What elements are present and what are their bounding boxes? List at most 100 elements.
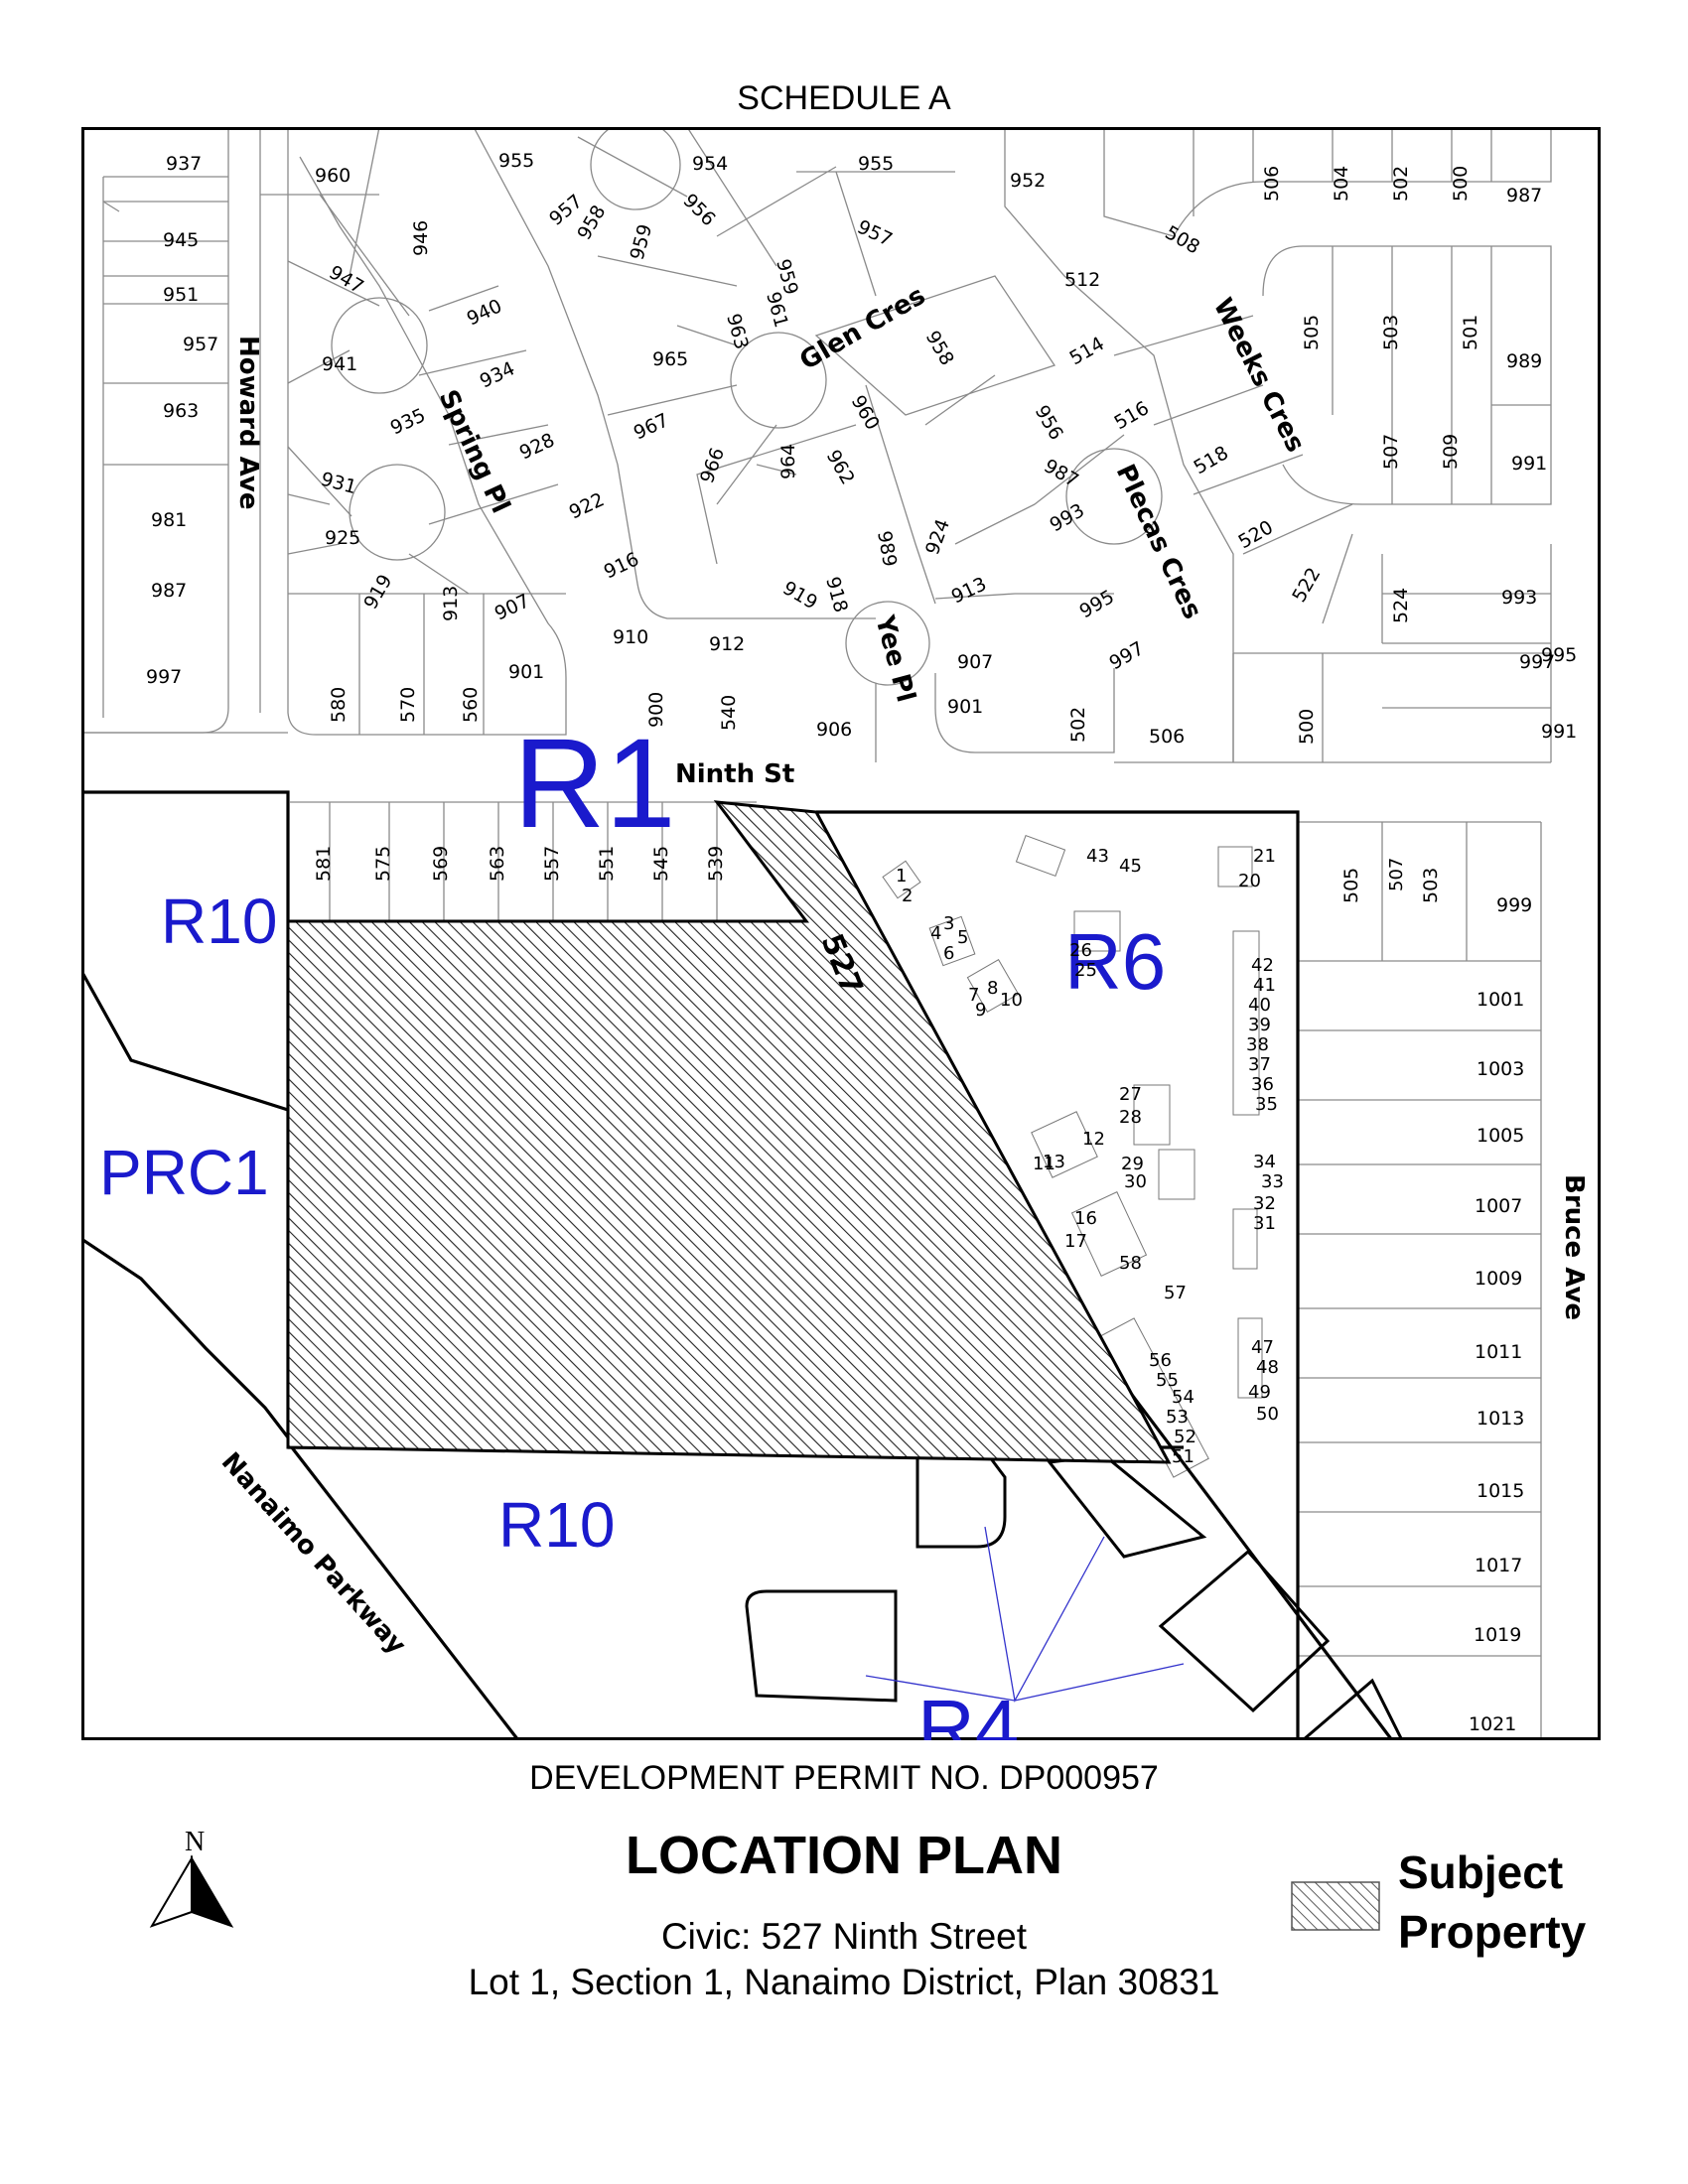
lot-number: 954 — [692, 153, 728, 175]
strata-unit-number: 55 — [1156, 1370, 1179, 1391]
lot-number: 545 — [650, 846, 672, 882]
north-arrow-icon: N — [149, 1827, 234, 1928]
strata-unit-number: 30 — [1124, 1171, 1147, 1192]
lot-number: 963 — [722, 312, 753, 352]
lot-number: 506 — [1149, 726, 1185, 748]
lot-number: 962 — [822, 447, 859, 488]
lot-number: 965 — [652, 348, 688, 370]
spring-pl-outline — [287, 127, 567, 736]
lot-number: 997 — [146, 666, 182, 688]
lot-number: 1003 — [1477, 1058, 1524, 1080]
legal-description: Lot 1, Section 1, Nanaimo District, Plan… — [468, 1962, 1220, 2002]
permit-number: DEVELOPMENT PERMIT NO. DP000957 — [529, 1759, 1159, 1797]
zone-label: R4 — [917, 1684, 1019, 1740]
lot-number: 563 — [487, 846, 508, 882]
legend-label-line2: Property — [1398, 1906, 1587, 1958]
zone-boundary-r6 — [816, 810, 1300, 1740]
lot-number: 502 — [1067, 707, 1089, 743]
lot-number: 989 — [873, 529, 901, 569]
lot-number: 958 — [921, 328, 958, 369]
strata-unit-number: 8 — [987, 978, 998, 999]
lot-number: 505 — [1340, 868, 1362, 903]
strata-unit-number: 9 — [975, 1000, 986, 1021]
lot-number: 901 — [947, 696, 983, 718]
strata-unit-number: 20 — [1238, 871, 1261, 891]
lot-number: 997 — [1106, 637, 1148, 674]
lot-number: 575 — [372, 846, 394, 882]
lot-number: 945 — [163, 229, 199, 251]
south-blocks — [915, 1455, 1007, 1549]
lot-number: 959 — [627, 222, 657, 263]
strata-unit-number: 27 — [1119, 1084, 1142, 1105]
lot-number: 957 — [183, 334, 218, 355]
lot-number: 991 — [1511, 453, 1547, 475]
street-label: Bruce Ave — [1559, 1174, 1589, 1320]
strata-unit-number: 41 — [1253, 975, 1276, 996]
lot-number: 1001 — [1477, 989, 1524, 1011]
lot-number: 509 — [1440, 434, 1462, 470]
street-label: Spring Pl — [433, 385, 515, 517]
lot-number: 951 — [163, 284, 199, 306]
lot-number: 993 — [1501, 587, 1537, 609]
lot-number: 1017 — [1475, 1555, 1522, 1576]
lot-number: 934 — [477, 357, 518, 392]
lot-number: 569 — [430, 846, 452, 882]
lot-number: 1007 — [1475, 1195, 1522, 1217]
strata-unit-number: 48 — [1256, 1357, 1279, 1378]
lot-number: 999 — [1496, 894, 1532, 916]
strata-unit-number: 17 — [1064, 1231, 1087, 1252]
strata-unit-number: 11 — [1033, 1154, 1055, 1174]
strata-unit-number: 10 — [1000, 990, 1023, 1011]
map-border — [81, 127, 1601, 1740]
strata-unit-number: 45 — [1119, 856, 1142, 877]
north-letter: N — [185, 1827, 205, 1857]
lot-number: 952 — [1010, 170, 1046, 192]
subject-property-parcel — [286, 800, 1172, 1464]
lot-number: 1021 — [1469, 1713, 1516, 1735]
lot-number: 947 — [326, 261, 367, 298]
strata-unit-number: 43 — [1086, 846, 1109, 867]
service-lines — [865, 1526, 1185, 1703]
lot-number: 935 — [387, 404, 429, 439]
strata-unit-number: 53 — [1166, 1407, 1189, 1428]
zone-label: R10 — [161, 886, 277, 957]
lot-number: 961 — [762, 290, 792, 331]
lot-number: 995 — [1076, 586, 1118, 622]
strata-unit-number: 7 — [968, 985, 979, 1006]
lot-number: 912 — [709, 633, 745, 655]
strata-unit-number: 32 — [1253, 1193, 1276, 1214]
lot-number: 512 — [1064, 269, 1100, 291]
strata-unit-number: 31 — [1253, 1213, 1276, 1234]
zone-label: R1 — [513, 713, 676, 855]
lot-number: 987 — [151, 580, 187, 602]
legend-label: Subject Property — [1398, 1843, 1586, 1962]
lot-number: 941 — [322, 353, 357, 375]
lot-number: 955 — [498, 150, 534, 172]
lot-number: 506 — [1261, 166, 1283, 202]
strata-unit-number: 26 — [1069, 940, 1092, 961]
lot-number: 570 — [397, 687, 419, 723]
lot-number: 924 — [921, 516, 954, 558]
glen-cres-outline — [473, 127, 876, 619]
lot-number: 514 — [1066, 333, 1108, 369]
lot-number: 946 — [410, 220, 432, 256]
yee-pl-culdesac — [845, 601, 930, 686]
lot-number: 557 — [541, 846, 563, 882]
lot-number: 928 — [516, 429, 558, 464]
strata-unit-number: 50 — [1256, 1404, 1279, 1425]
lot-number: 987 — [1506, 185, 1542, 206]
lot-number: 1015 — [1477, 1480, 1524, 1502]
lot-number: 966 — [696, 445, 729, 486]
street-label: Ninth St — [675, 759, 794, 789]
lot-number: 963 — [163, 400, 199, 422]
lot-number: 931 — [319, 469, 359, 499]
zone-label: R10 — [498, 1489, 615, 1561]
lot-number: 937 — [166, 153, 202, 175]
lot-number: 524 — [1390, 588, 1412, 623]
strata-unit-number: 3 — [943, 913, 954, 934]
zone-label: PRC1 — [99, 1137, 269, 1208]
weeks-cres-outline — [1004, 127, 1234, 762]
strata-unit-number: 13 — [1043, 1152, 1065, 1172]
strata-unit-number: 37 — [1248, 1054, 1271, 1075]
lot-number: 907 — [492, 590, 533, 624]
